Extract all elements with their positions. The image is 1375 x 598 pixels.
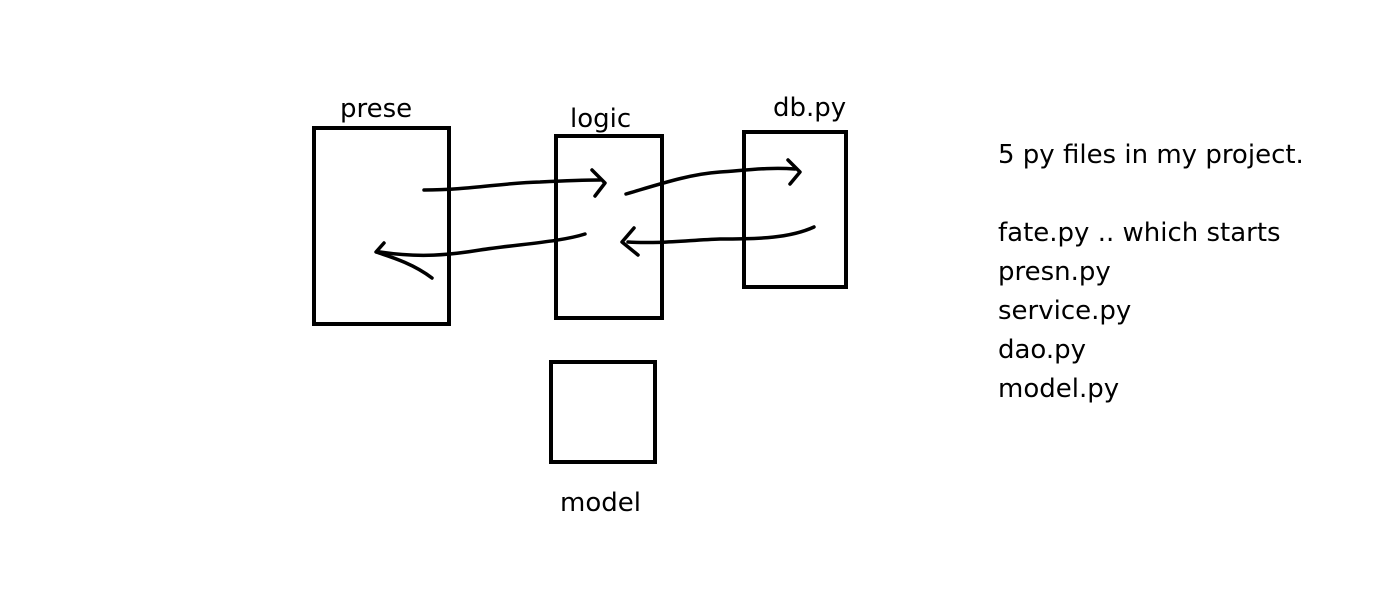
arrow-db-to-logic bbox=[626, 225, 816, 245]
logic-box bbox=[554, 134, 664, 320]
db-label: db.py bbox=[773, 93, 847, 123]
arrowhead-db-to-logic bbox=[620, 226, 640, 257]
notes-spacer bbox=[998, 175, 1304, 214]
arrowhead-logic-to-db bbox=[786, 158, 802, 186]
arrow-logic-to-prese bbox=[378, 232, 587, 258]
notes-file-item: model.py bbox=[998, 374, 1120, 404]
arrowhead-prese-to-logic bbox=[590, 168, 607, 198]
arrow-logic-to-db bbox=[624, 166, 797, 196]
prese-box bbox=[312, 126, 451, 326]
notes-file-item: service.py bbox=[998, 296, 1132, 326]
notes-panel: 5 py files in my project. fate.py .. whi… bbox=[998, 136, 1304, 409]
model-label: model bbox=[560, 488, 641, 518]
db-box bbox=[742, 130, 848, 289]
logic-label: logic bbox=[570, 104, 632, 134]
arrow-prese-to-logic bbox=[422, 178, 602, 192]
notes-file-item: dao.py bbox=[998, 335, 1087, 365]
prese-label: prese bbox=[340, 94, 413, 124]
notes-file-item: presn.py bbox=[998, 257, 1111, 287]
arrowhead-logic-to-prese bbox=[374, 241, 434, 280]
notes-heading: 5 py files in my project. bbox=[998, 140, 1304, 170]
notes-file-item: fate.py .. which starts bbox=[998, 218, 1281, 248]
model-box bbox=[549, 360, 657, 464]
